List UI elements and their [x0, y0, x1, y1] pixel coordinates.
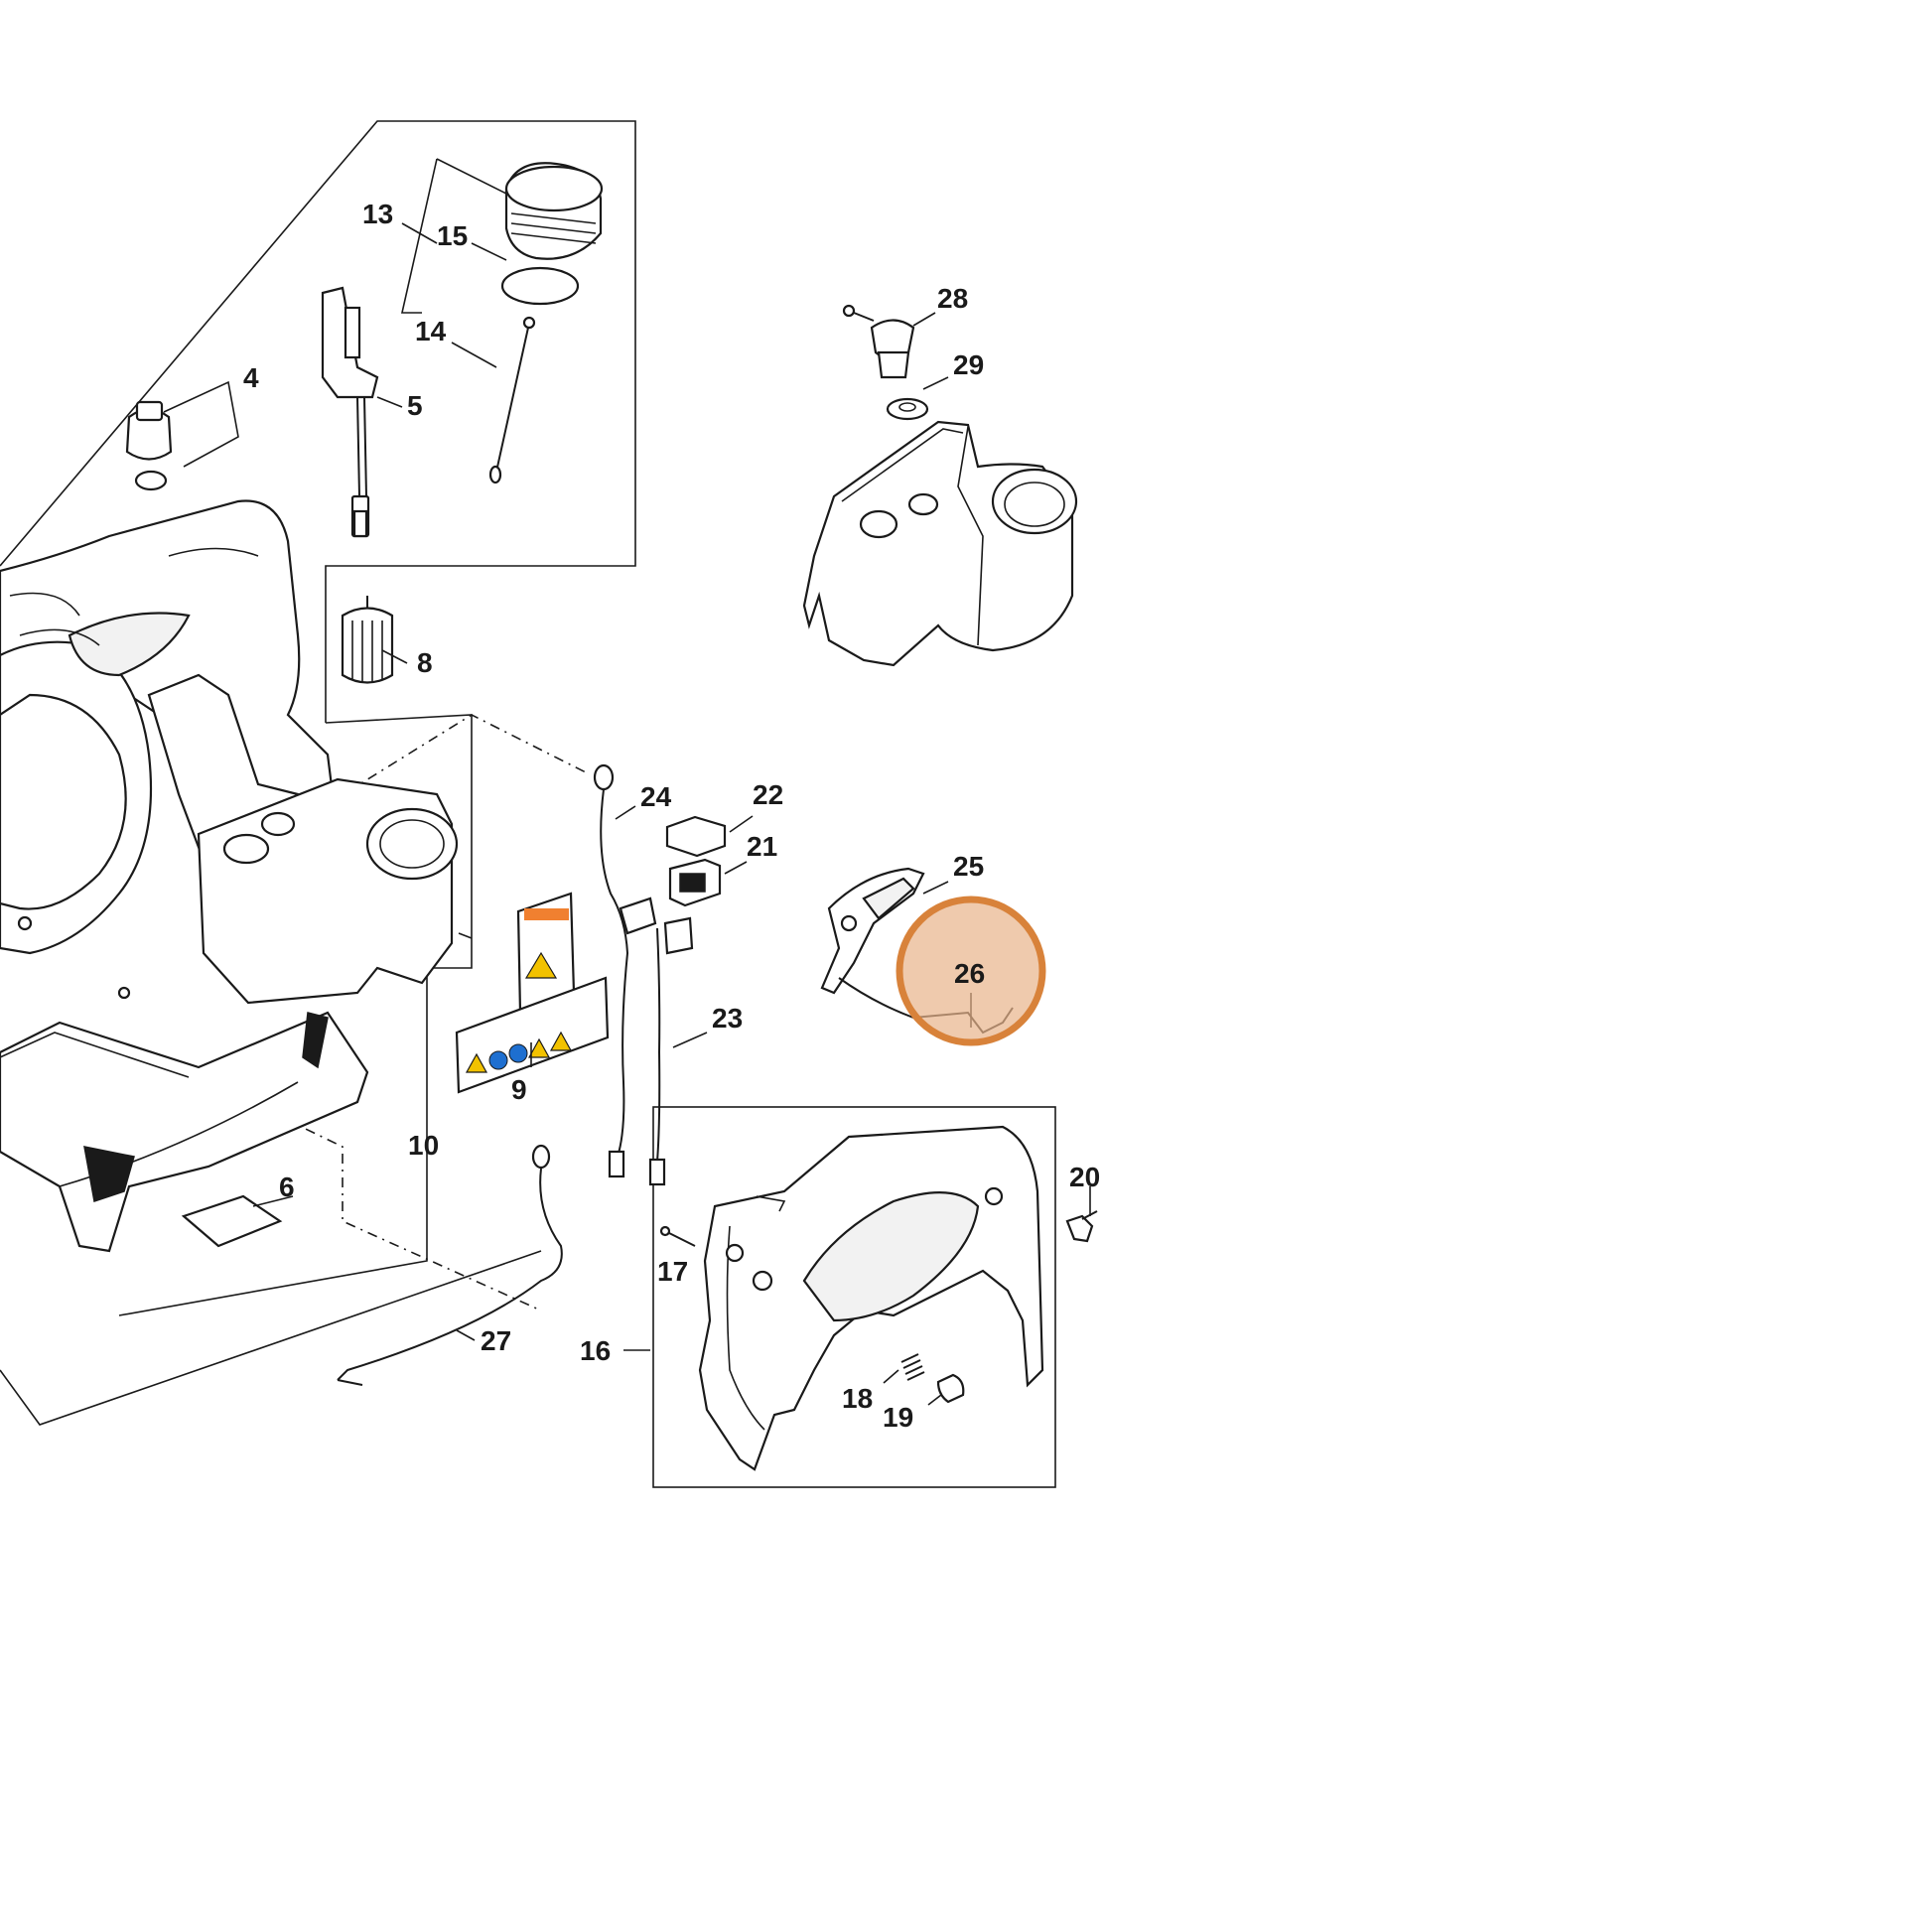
callout-10: 10: [408, 1130, 439, 1161]
part-24-ground-wire: [593, 763, 694, 1186]
callout-24: 24: [640, 781, 672, 812]
part-20-screw: [1065, 1210, 1098, 1243]
part-25-throttle-trigger: [820, 867, 925, 995]
part-9-labels: [455, 892, 610, 1094]
leader-lines: [376, 222, 1091, 1406]
part-17-screw: [659, 1225, 696, 1247]
part-15-o-ring: [500, 266, 580, 306]
callout-27: 27: [481, 1325, 511, 1356]
warning-triangle-icon: [465, 1052, 488, 1073]
ear-protection-icon: [508, 1043, 528, 1063]
part-18-spring: [900, 1353, 925, 1381]
group-box-16: [652, 1106, 1056, 1488]
callout-18: 18: [842, 1383, 873, 1414]
callout-26: 26: [954, 958, 985, 989]
part-13-fuel-cap: [400, 158, 604, 314]
callout-17: 17: [657, 1256, 688, 1287]
callout-21: 21: [747, 831, 777, 862]
callout-15: 15: [437, 220, 468, 251]
callout-19: 19: [883, 1402, 913, 1433]
callout-22: 22: [753, 779, 783, 810]
part-6-label: [181, 1194, 294, 1248]
part-27-throttle-cable: [337, 1144, 563, 1386]
callout-16: 16: [580, 1335, 611, 1366]
callout-6: 6: [279, 1172, 295, 1202]
part-29-grommet: [886, 397, 929, 421]
callout-29: 29: [953, 349, 984, 380]
callout-9: 9: [511, 1074, 527, 1105]
part-28-tank-vent: [842, 304, 929, 421]
callout-5: 5: [407, 390, 423, 421]
part-21-switch: [668, 858, 722, 907]
callout-8: 8: [417, 647, 433, 678]
part-22-switch-cover: [665, 815, 727, 858]
callout-13: 13: [362, 199, 393, 229]
part-5-fuel-pickup: [321, 286, 379, 538]
hot-surface-icon: [527, 1037, 551, 1058]
callout-14: 14: [415, 316, 447, 346]
highlight-marker-26: [896, 896, 1046, 1046]
part-4-primer: [125, 380, 239, 491]
part-16-handle-housing: [698, 1125, 1044, 1471]
callout-23: 23: [712, 1003, 743, 1034]
warning-triangle-icon: [549, 1031, 573, 1051]
eye-protection-icon: [488, 1050, 508, 1070]
blower-housing: [0, 499, 459, 1253]
callout-labels: 13 15 14 4 5 8 28 29 24 22 21 25 26 23 9…: [243, 199, 1100, 1433]
part-14-retainer: [488, 316, 536, 484]
warning-triangle-icon: [524, 951, 558, 979]
callout-25: 25: [953, 851, 984, 882]
part-8-fuel-filter: [341, 596, 394, 684]
callout-4: 4: [243, 362, 259, 393]
fuel-tank: [802, 420, 1078, 667]
callout-28: 28: [937, 283, 968, 314]
part-19-button: [936, 1373, 965, 1404]
callout-20: 20: [1069, 1162, 1100, 1192]
